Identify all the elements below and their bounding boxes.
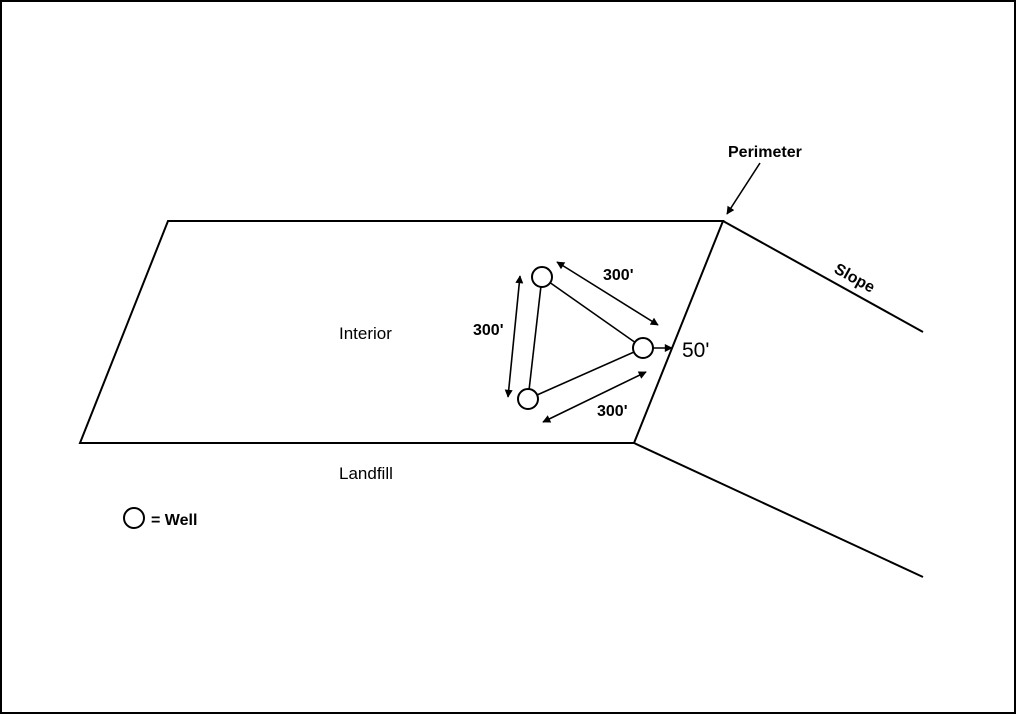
legend-well-label: = Well — [151, 512, 197, 529]
slope-line-upper — [722, 220, 924, 333]
well-top — [531, 266, 553, 288]
offset-label: 50' — [682, 339, 709, 362]
perimeter-pointer-arrow — [726, 162, 761, 215]
well-right — [632, 337, 654, 359]
well-connector-right-bottom — [527, 347, 644, 400]
well-connector-top-bottom — [527, 276, 543, 400]
spacing-arrow-left — [504, 275, 524, 398]
spacing-label-bottom: 300' — [597, 403, 628, 420]
perimeter-label: Perimeter — [728, 144, 802, 161]
legend-well-icon — [123, 507, 145, 529]
spacing-label-left: 300' — [473, 322, 504, 339]
spacing-arrow-bottom — [542, 371, 647, 423]
landfill-label: Landfill — [339, 464, 393, 483]
well-connector-top-right — [541, 276, 644, 349]
spacing-label-top: 300' — [603, 267, 634, 284]
interior-label: Interior — [339, 324, 392, 343]
slope-line-lower — [633, 442, 924, 578]
slope-label: Slope — [831, 261, 877, 297]
spacing-arrow-top — [556, 261, 659, 326]
well-bottom — [517, 388, 539, 410]
